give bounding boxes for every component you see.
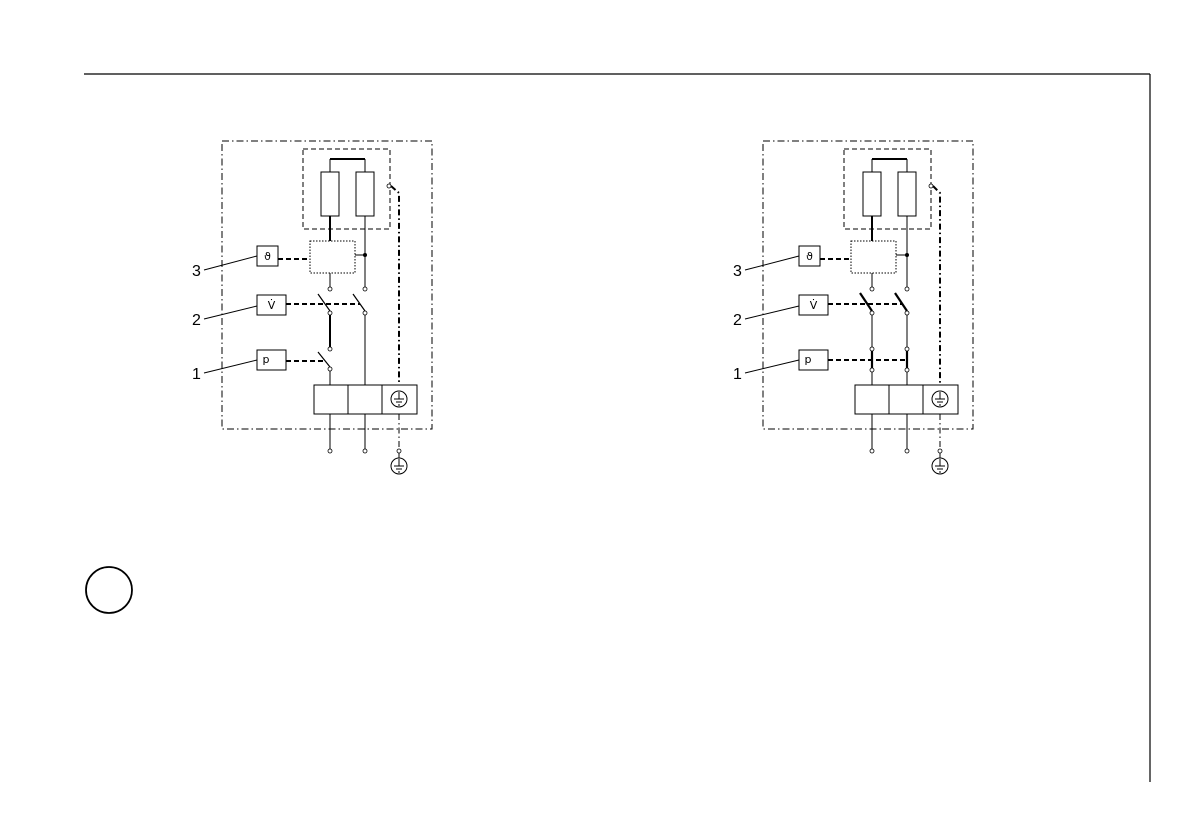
flow-symbol: V̇ [268, 299, 276, 312]
pressure-sensor-box [799, 350, 828, 370]
circuit-diagram-right: ϑ V̇ p 3 2 1 [733, 141, 973, 474]
callout-2: 2 [733, 312, 742, 329]
callout-3: 3 [733, 263, 742, 280]
temperature-symbol: ϑ [264, 250, 271, 263]
heating-element-2 [898, 172, 916, 216]
callout-1: 1 [192, 366, 201, 383]
callout-3: 3 [192, 263, 201, 280]
note-circle-icon [86, 567, 132, 613]
pressure-symbol: p [805, 353, 812, 366]
temperature-limiter [310, 241, 355, 273]
heating-element-1 [321, 172, 339, 216]
temperature-symbol: ϑ [806, 250, 813, 263]
temperature-limiter [851, 241, 896, 273]
heating-element-1 [863, 172, 881, 216]
pressure-symbol: p [263, 353, 270, 366]
callout-1: 1 [733, 366, 742, 383]
callout-2: 2 [192, 312, 201, 329]
pressure-sensor-box [257, 350, 286, 370]
flow-symbol: V̇ [810, 299, 818, 312]
circuit-diagram-left: ϑ V̇ p 3 2 1 [192, 141, 432, 474]
heating-element-2 [356, 172, 374, 216]
